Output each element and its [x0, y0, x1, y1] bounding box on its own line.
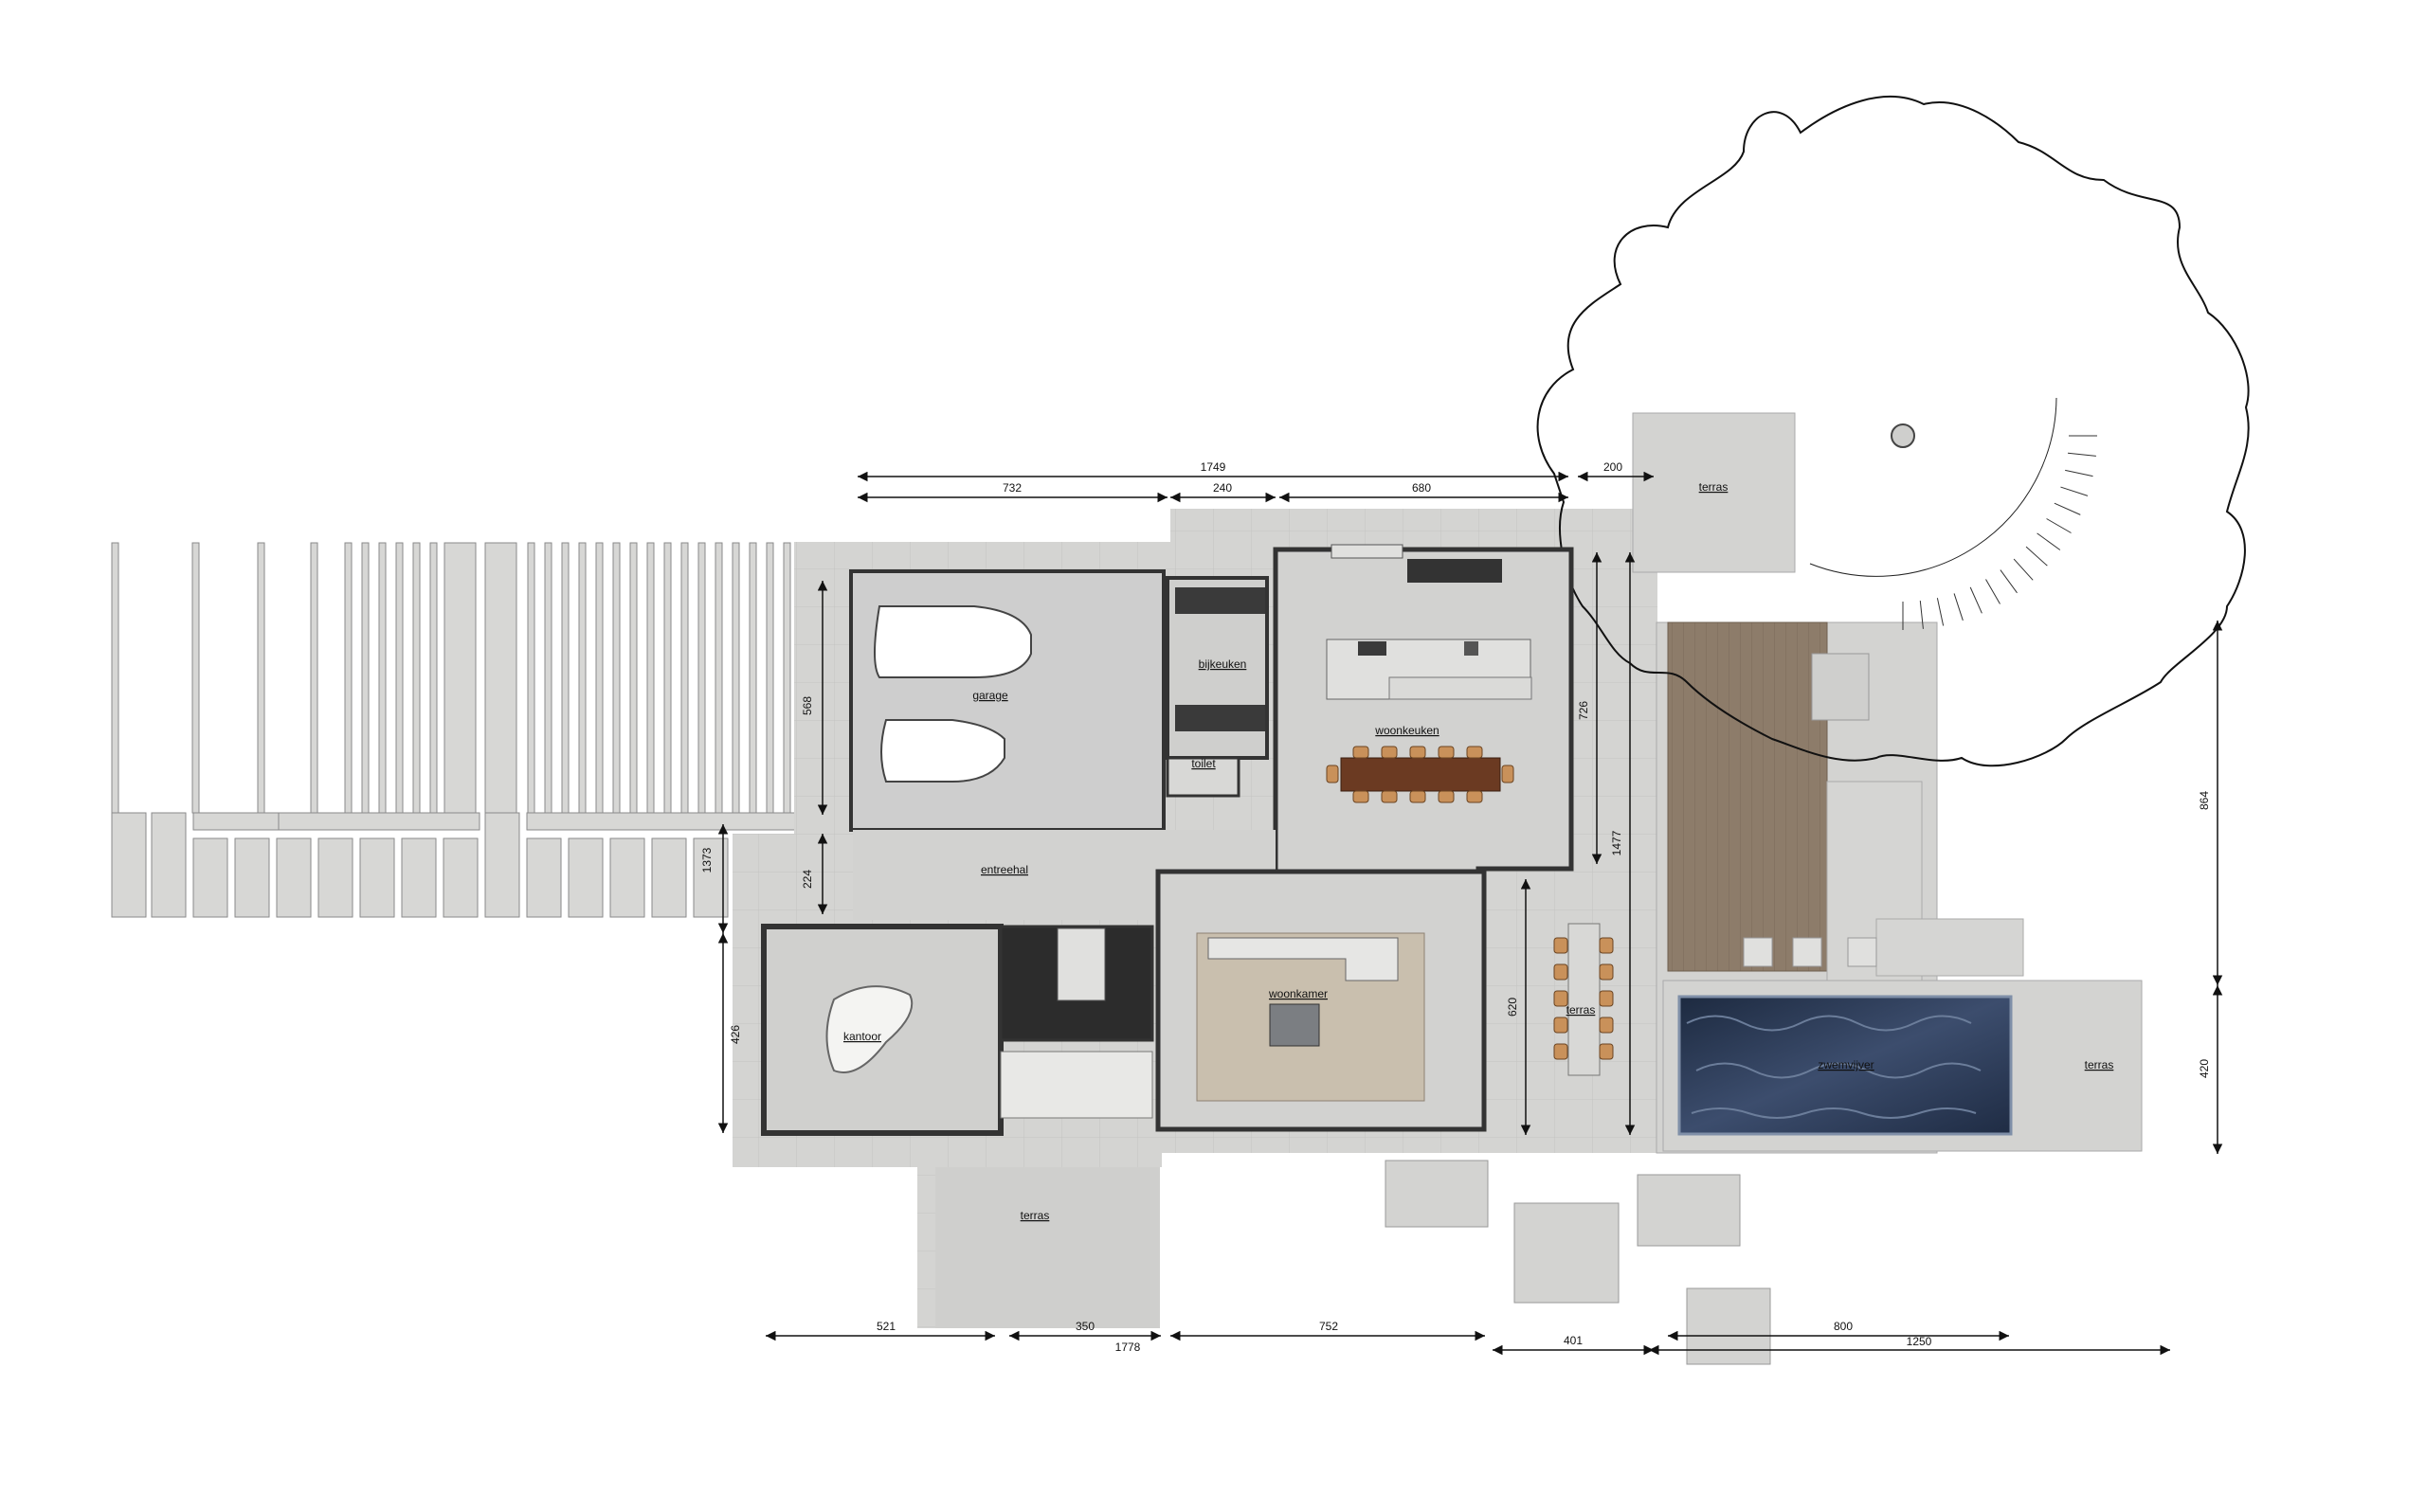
tree-radial-lines — [1902, 435, 2097, 630]
tree-radial-line — [2025, 546, 2048, 567]
dim-1749: 1749 — [1201, 460, 1226, 474]
tree — [1536, 96, 2250, 767]
tree-radial-line — [2060, 486, 2089, 496]
dim-426: 426 — [729, 1025, 742, 1044]
woonkamer-label: woonkamer — [1268, 987, 1328, 1000]
chair — [1553, 937, 1568, 954]
chair — [1352, 746, 1369, 759]
dim-240: 240 — [1213, 481, 1232, 495]
dim-620: 620 — [1506, 998, 1519, 1017]
dim-1250: 1250 — [1907, 1335, 1932, 1348]
tree-radial-line — [1985, 579, 2001, 604]
chair — [1438, 790, 1455, 803]
dim-224: 224 — [801, 870, 814, 889]
chair — [1381, 746, 1398, 759]
dim-568: 568 — [801, 696, 814, 715]
chair — [1553, 963, 1568, 981]
dim-1778: 1778 — [1115, 1341, 1141, 1354]
chair — [1599, 1017, 1614, 1034]
garden — [1385, 412, 2143, 1365]
chair — [1553, 1043, 1568, 1060]
chair — [1438, 746, 1455, 759]
dim-726: 726 — [1577, 701, 1590, 720]
tree-radial-line — [2046, 518, 2072, 533]
dim-401: 401 — [1564, 1334, 1583, 1347]
terras-bottom-label: terras — [1021, 1209, 1050, 1222]
tree-trunk — [1891, 423, 1915, 448]
tree-radial-line — [1953, 593, 1964, 621]
dim-1477: 1477 — [1610, 830, 1623, 855]
terras-right-label: terras — [2085, 1058, 2114, 1071]
dim-200: 200 — [1603, 460, 1622, 474]
chair — [1466, 746, 1483, 759]
garage-label: garage — [972, 689, 1008, 702]
chair — [1553, 990, 1568, 1007]
tree-radial-line — [2065, 469, 2093, 477]
chair — [1409, 746, 1426, 759]
dim-752: 752 — [1319, 1320, 1338, 1333]
dim-350: 350 — [1076, 1320, 1095, 1333]
dim-732: 732 — [1003, 481, 1022, 495]
chair — [1501, 765, 1514, 783]
tree-radial-line — [2037, 532, 2061, 550]
toilet-label: toilet — [1191, 757, 1216, 770]
terras-top-label: terras — [1699, 480, 1729, 494]
chair — [1466, 790, 1483, 803]
dim-1373: 1373 — [700, 847, 714, 873]
chair — [1599, 963, 1614, 981]
chair — [1599, 1043, 1614, 1060]
dimension-lines — [717, 471, 2223, 1356]
chair — [1326, 765, 1339, 783]
tree-radial-line — [2067, 452, 2096, 457]
tree-radial-line — [1919, 600, 1924, 629]
chair — [1553, 1017, 1568, 1034]
chair — [1599, 990, 1614, 1007]
dim-800: 800 — [1834, 1320, 1853, 1333]
woonkeuken-label: woonkeuken — [1374, 724, 1439, 737]
bijkeuken-label: bijkeuken — [1199, 657, 1247, 671]
kantoor-label: kantoor — [843, 1030, 881, 1043]
chair — [1352, 790, 1369, 803]
tree-radial-line — [1969, 586, 1982, 614]
entreehal-label: entreehal — [981, 863, 1028, 876]
zwemvijver-label: zwemvijver — [1818, 1058, 1874, 1071]
tree-radial-line — [2000, 569, 2018, 594]
chairs — [1326, 746, 1614, 1060]
chair — [1381, 790, 1398, 803]
driveway-slats — [111, 542, 799, 918]
dim-521: 521 — [877, 1320, 896, 1333]
dim-680: 680 — [1412, 481, 1431, 495]
tree-radial-line — [2013, 558, 2034, 581]
tree-radial-line — [1936, 598, 1945, 626]
dim-420: 420 — [2198, 1059, 2211, 1078]
chair — [1599, 937, 1614, 954]
tree-radial-line — [2054, 502, 2081, 515]
terras-mid-label: terras — [1566, 1003, 1596, 1017]
building — [761, 544, 1601, 1136]
dim-864: 864 — [2198, 791, 2211, 810]
chair — [1409, 790, 1426, 803]
